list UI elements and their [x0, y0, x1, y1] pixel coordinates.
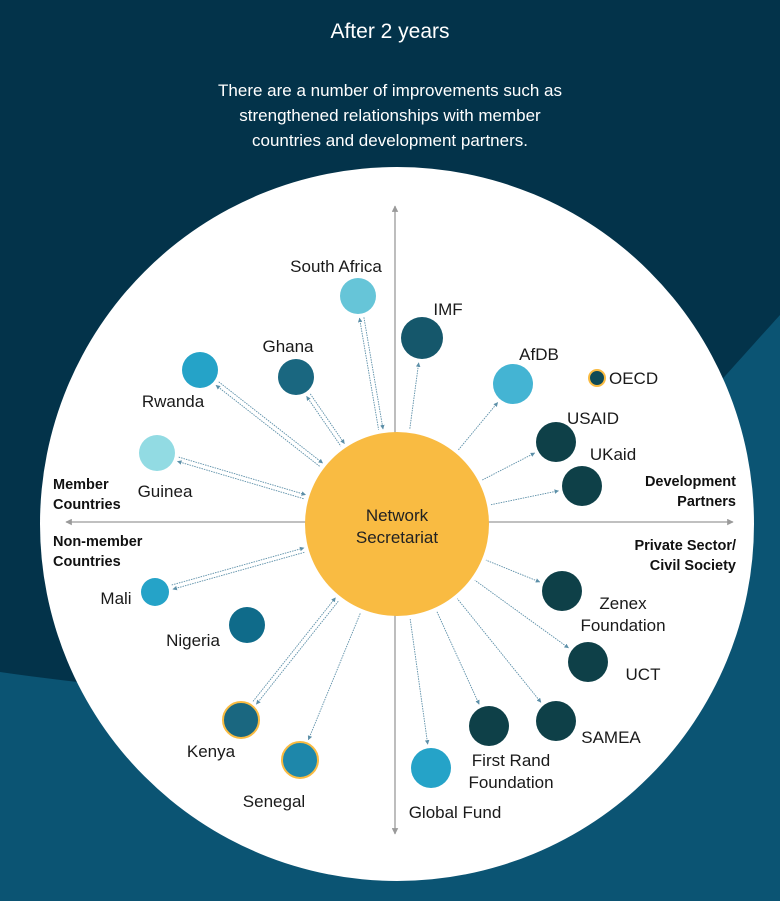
node-afdb[interactable] — [493, 364, 533, 404]
node-usaid[interactable] — [536, 422, 576, 462]
node-ghana[interactable] — [278, 359, 314, 395]
node-label-line: SAMEA — [581, 728, 641, 747]
node-label-ukaid: UKaid — [590, 445, 636, 464]
node-label-line: South Africa — [290, 257, 382, 276]
node-kenya[interactable] — [222, 701, 260, 739]
node-south-africa[interactable] — [340, 278, 376, 314]
node-label-rwanda: Rwanda — [142, 392, 205, 411]
node-label-south-africa: South Africa — [290, 257, 382, 276]
node-rwanda[interactable] — [182, 352, 218, 388]
node-label-line: Mali — [100, 589, 131, 608]
secretariat-hub[interactable] — [305, 432, 489, 616]
link-afdb — [457, 402, 499, 451]
link-south-africa-1 — [357, 317, 380, 430]
node-label-ghana: Ghana — [262, 337, 314, 356]
subtitle-line-2: strengthened relationships with member — [239, 106, 541, 125]
node-label-usaid: USAID — [567, 409, 619, 428]
node-oecd[interactable] — [588, 369, 606, 387]
link-ukaid — [490, 489, 559, 506]
link-senegal — [307, 612, 361, 741]
member-countries-label-1: Member — [53, 477, 109, 493]
node-global-fund[interactable] — [411, 748, 451, 788]
link-first-rand — [436, 611, 480, 705]
subtitle-line-3: countries and development partners. — [252, 131, 528, 150]
link-samea — [456, 598, 542, 703]
node-label-line: Global Fund — [409, 803, 502, 822]
node-label-line: IMF — [433, 300, 462, 319]
link-ghana-1 — [306, 396, 342, 447]
page-title: After 2 years — [330, 20, 450, 43]
node-label-line: Zenex — [599, 594, 647, 613]
node-label-line: Ghana — [262, 337, 314, 356]
node-label-line: UCT — [626, 665, 661, 684]
node-label-line: Kenya — [187, 742, 236, 761]
link-mali-1 — [172, 551, 306, 591]
link-rwanda-1 — [215, 384, 321, 467]
node-label-line: OECD — [609, 369, 658, 388]
node-label-global-fund: Global Fund — [409, 803, 502, 822]
link-global-fund — [409, 619, 430, 745]
hub-label-line-2: Secretariat — [356, 528, 438, 547]
link-rwanda-0 — [218, 381, 324, 464]
node-label-line: Rwanda — [142, 392, 205, 411]
node-label-oecd: OECD — [609, 369, 658, 388]
development-partners-label-1: Development — [645, 474, 736, 490]
node-label-mali: Mali — [100, 589, 131, 608]
node-first-rand[interactable] — [469, 706, 509, 746]
node-label-senegal: Senegal — [243, 792, 305, 811]
node-label-line: UKaid — [590, 445, 636, 464]
link-ghana-0 — [309, 393, 345, 444]
node-samea[interactable] — [536, 701, 576, 741]
node-label-line: AfDB — [519, 345, 559, 364]
node-label-line: Nigeria — [166, 631, 220, 650]
node-label-imf: IMF — [433, 300, 462, 319]
node-label-line: First Rand — [472, 751, 550, 770]
link-kenya-1 — [256, 600, 340, 705]
non-member-countries-label-1: Non-member — [53, 534, 143, 550]
development-partners-label-2: Partners — [677, 494, 736, 510]
node-label-nigeria: Nigeria — [166, 631, 220, 650]
node-label-guinea: Guinea — [138, 482, 193, 501]
node-guinea[interactable] — [139, 435, 175, 471]
link-mali-0 — [171, 546, 305, 586]
node-mali[interactable] — [141, 578, 169, 606]
node-label-line: Foundation — [580, 616, 665, 635]
private-sector-label-1: Private Sector/ — [634, 538, 736, 554]
links-layer — [171, 317, 569, 745]
node-label-kenya: Kenya — [187, 742, 236, 761]
node-label-line: Guinea — [138, 482, 193, 501]
node-label-samea: SAMEA — [581, 728, 641, 747]
hub-label-line-1: Network — [366, 506, 429, 525]
link-guinea-1 — [177, 460, 305, 500]
node-label-line: Senegal — [243, 792, 305, 811]
node-label-uct: UCT — [626, 665, 661, 684]
link-imf — [409, 362, 421, 429]
member-countries-label-2: Countries — [53, 497, 121, 513]
node-label-afdb: AfDB — [519, 345, 559, 364]
subtitle-line-1: There are a number of improvements such … — [218, 81, 562, 100]
node-ukaid[interactable] — [562, 466, 602, 506]
node-imf[interactable] — [401, 317, 443, 359]
node-uct[interactable] — [568, 642, 608, 682]
link-south-africa-0 — [363, 317, 385, 430]
node-nigeria[interactable] — [229, 607, 265, 643]
node-label-line: Foundation — [468, 773, 553, 792]
link-kenya-0 — [252, 597, 336, 702]
page-subtitle: There are a number of improvements such … — [0, 78, 780, 153]
private-sector-label-2: Civil Society — [650, 558, 736, 574]
node-zenex[interactable] — [542, 571, 582, 611]
link-guinea-0 — [178, 456, 307, 496]
node-label-line: USAID — [567, 409, 619, 428]
node-senegal[interactable] — [281, 741, 319, 779]
link-zenex — [485, 559, 541, 583]
non-member-countries-label-2: Countries — [53, 554, 121, 570]
link-uct — [474, 579, 569, 649]
